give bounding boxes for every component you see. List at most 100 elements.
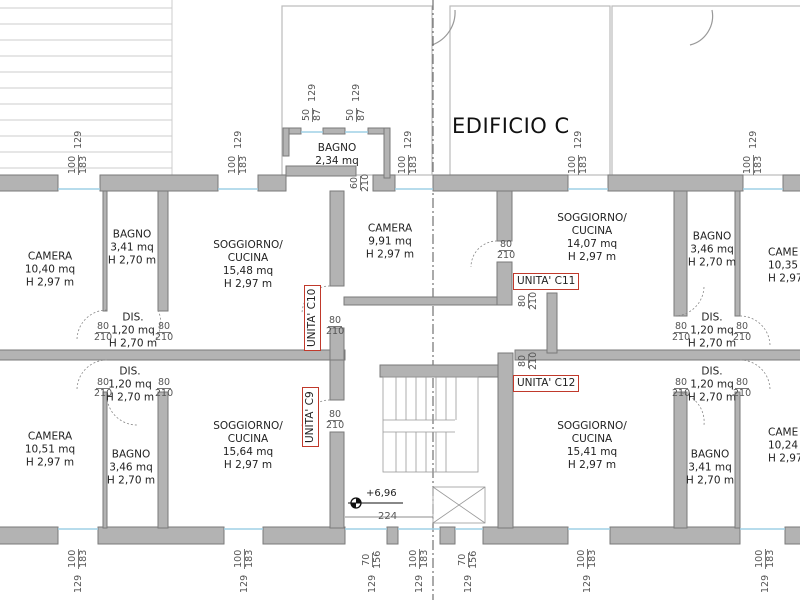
- room-area: 14,07 mq: [566, 238, 618, 250]
- door-height: 210: [528, 351, 539, 370]
- door-width: 80: [499, 239, 514, 251]
- room-area: 3,46 mq: [109, 461, 153, 474]
- dim-height: 183: [587, 549, 598, 568]
- elevation-label: +6,96: [366, 488, 397, 499]
- door-width: 80: [157, 377, 172, 389]
- unit-label-c10: UNITA' C10: [304, 284, 321, 351]
- door-height: 210: [733, 388, 752, 399]
- dim-sill: 129: [414, 574, 425, 593]
- dim-sill: 129: [760, 574, 771, 593]
- walls: [0, 127, 800, 545]
- room-height: H 2,97 m: [567, 251, 617, 263]
- dim-height: 87: [312, 108, 323, 121]
- dim-sill: 129: [367, 574, 378, 593]
- room-name: SOGGIORNO/: [557, 212, 627, 224]
- room-height: H 2,97 m: [223, 459, 273, 471]
- dim-height: 183: [244, 549, 255, 568]
- dim-sill: 129: [582, 574, 593, 593]
- room-height: H 2,97: [768, 452, 800, 465]
- door-width: 80: [735, 377, 750, 389]
- door-height: 210: [528, 291, 539, 310]
- room-height: H 2,97: [768, 272, 800, 285]
- room-area: 15,41 mq: [566, 446, 618, 458]
- room-name: SOGGIORNO/: [213, 420, 283, 432]
- dim-height: 183: [238, 155, 249, 174]
- dim-height: 156: [468, 550, 479, 569]
- room-name: BAGNO: [317, 142, 357, 154]
- terrace-hatch: [0, 0, 173, 175]
- room-name: BAGNO: [112, 228, 152, 241]
- room-area: 1,20 mq: [108, 378, 152, 391]
- door-height: 210: [360, 173, 371, 192]
- door-width: 80: [96, 377, 111, 389]
- room-name: CAMERA: [27, 250, 73, 263]
- dim-sill: 129: [307, 83, 318, 102]
- dim-height: 183: [408, 155, 419, 174]
- building-title: EDIFICIO C: [452, 114, 570, 138]
- dim-height: 183: [78, 549, 89, 568]
- door-width: 80: [674, 321, 689, 333]
- room-height: H 2,97 m: [223, 278, 273, 290]
- room-height: H 2,97 m: [25, 456, 75, 469]
- room-height: H 2,70 m: [687, 391, 737, 404]
- room-height: H 2,70 m: [107, 254, 157, 267]
- dim-height: 183: [765, 549, 776, 568]
- dim-height: 183: [578, 155, 589, 174]
- room-name: CAMERA: [367, 222, 413, 235]
- door-height: 210: [326, 326, 345, 337]
- door-width: 80: [735, 321, 750, 333]
- window-glass: [58, 131, 785, 530]
- room-name: CUCINA: [227, 252, 269, 264]
- room-area: 1,20 mq: [690, 378, 734, 391]
- room-name: CUCINA: [571, 433, 613, 445]
- door-height: 210: [733, 332, 752, 343]
- room-area: 10,40 mq: [24, 263, 76, 276]
- elevation-marker-icon: [348, 497, 403, 509]
- door-swings: [76, 240, 771, 429]
- room-height: H 2,97 m: [25, 276, 75, 289]
- room-name: BAGNO: [111, 448, 151, 461]
- door-width: 80: [157, 321, 172, 333]
- room-name: DIS.: [701, 365, 723, 378]
- dim-sill: 129: [239, 574, 250, 593]
- room-area: 1,20 mq: [111, 324, 155, 337]
- room-name: CUCINA: [227, 433, 269, 445]
- door-height: 210: [155, 388, 174, 399]
- door-width: 80: [674, 377, 689, 389]
- dim-sill: 129: [233, 130, 244, 149]
- dim-sill: 129: [573, 130, 584, 149]
- dim-height: 183: [78, 155, 89, 174]
- unit-label-c12: UNITA' C12: [513, 375, 580, 392]
- unit-label-c9: UNITA' C9: [302, 387, 319, 447]
- room-height: H 2,70 m: [687, 337, 737, 350]
- room-area: 3,41 mq: [110, 241, 154, 254]
- room-area: 10,51 mq: [24, 443, 76, 456]
- door-height: 210: [326, 420, 345, 431]
